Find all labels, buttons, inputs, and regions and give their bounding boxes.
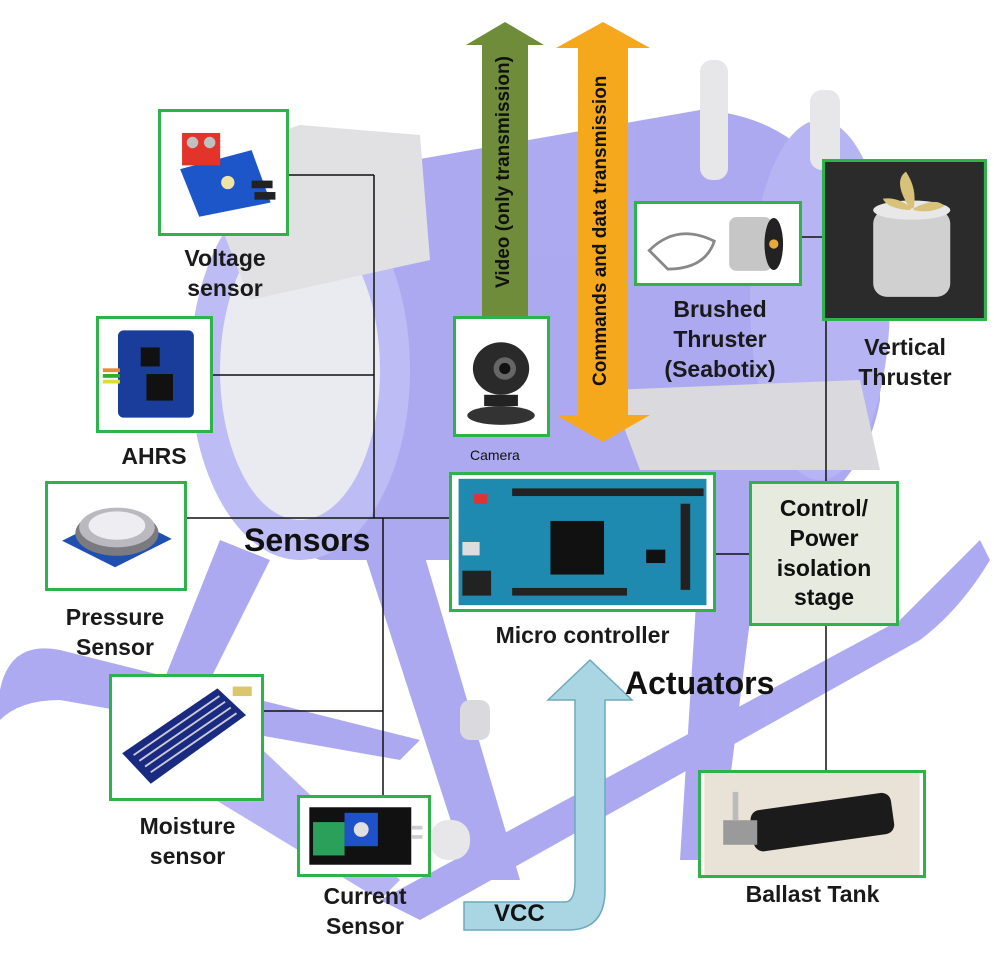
sensors-group-label: Sensors [244, 522, 371, 558]
vertical-thruster-label: Vertical Thruster [858, 334, 952, 390]
video-arrow [466, 22, 544, 316]
ballast-tank-image [698, 770, 926, 878]
ahrs-label: AHRS [121, 443, 187, 469]
ahrs-image [96, 316, 213, 433]
isolation-stage-box: Control/ Power isolation stage [749, 481, 899, 626]
micro-controller-label: Micro controller [495, 622, 670, 648]
video-arrow-label: Video (only transmission) [493, 56, 514, 288]
camera-label: Camera [470, 447, 520, 463]
brushed-thruster-image [634, 201, 802, 286]
commands-arrow [556, 22, 650, 442]
vcc-label: VCC [494, 900, 545, 927]
pressure-sensor-image [45, 481, 187, 591]
current-sensor-label: Current Sensor [323, 883, 407, 939]
brushed-thruster-label: Brushed Thruster (Seabotix) [664, 296, 776, 382]
voltage-sensor-label: Voltage sensor [184, 245, 266, 301]
actuators-group-label: Actuators [625, 665, 775, 701]
voltage-sensor-image [158, 109, 289, 236]
micro-controller-image [449, 472, 716, 612]
ballast-tank-label: Ballast Tank [745, 881, 880, 907]
camera-image [453, 316, 550, 437]
commands-arrow-label: Commands and data transmission [590, 75, 611, 386]
moisture-sensor-label: Moisture sensor [139, 813, 236, 869]
connection-lines [187, 174, 827, 795]
current-sensor-image [297, 795, 431, 877]
vertical-thruster-image [822, 159, 987, 321]
isolation-stage-label: Control/ Power isolation stage [776, 494, 872, 611]
vcc-arrow [463, 658, 634, 931]
pressure-sensor-label: Pressure Sensor [65, 604, 165, 660]
moisture-sensor-image [109, 674, 264, 801]
